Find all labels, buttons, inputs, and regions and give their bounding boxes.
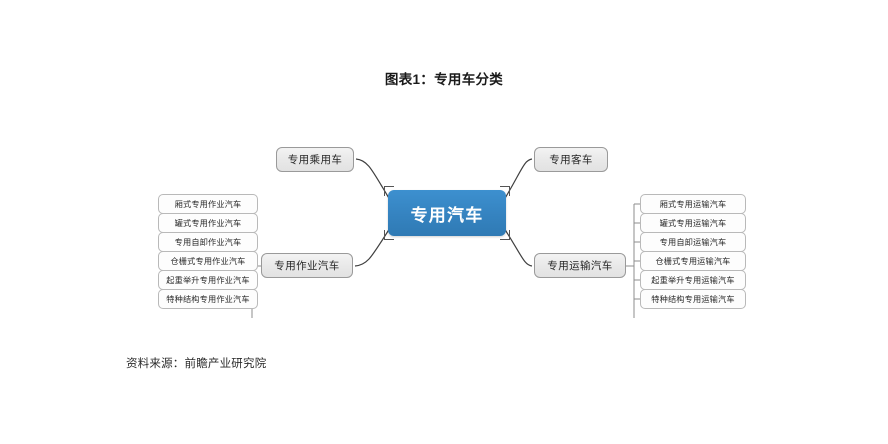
- corner-notch-top-right-icon: [500, 186, 510, 196]
- leaf-node-label: 仓栅式专用作业汽车: [170, 257, 246, 266]
- leaf-node[interactable]: 罐式专用运输汽车: [640, 213, 746, 233]
- leaf-node-label: 特种结构专用运输汽车: [651, 295, 735, 304]
- leaf-column-operation: 厢式专用作业汽车 罐式专用作业汽车 专用自卸作业汽车 仓栅式专用作业汽车 起重举…: [158, 194, 258, 309]
- leaf-node[interactable]: 仓栅式专用运输汽车: [640, 251, 746, 271]
- leaf-node-label: 专用自卸作业汽车: [174, 238, 242, 247]
- leaf-node-label: 专用自卸运输汽车: [659, 238, 727, 247]
- corner-notch-bottom-right-icon: [500, 230, 510, 240]
- branch-node-label: 专用乘用车: [287, 154, 343, 166]
- page-title: 图表1：专用车分类: [384, 72, 504, 87]
- leaf-node[interactable]: 起重举升专用运输汽车: [640, 270, 746, 290]
- leaf-node[interactable]: 专用自卸运输汽车: [640, 232, 746, 252]
- leaf-node-label: 罐式专用运输汽车: [659, 219, 727, 228]
- leaf-node-label: 特种结构专用作业汽车: [166, 295, 250, 304]
- center-node-label: 专用汽车: [410, 205, 484, 225]
- source-attribution: 资料来源：前瞻产业研究院: [126, 358, 267, 370]
- branch-node-special-operation-vehicle[interactable]: 专用作业汽车: [261, 253, 353, 278]
- branch-node-special-bus[interactable]: 专用客车: [534, 147, 608, 172]
- leaf-node-label: 仓栅式专用运输汽车: [655, 257, 731, 266]
- leaf-node[interactable]: 厢式专用运输汽车: [640, 194, 746, 214]
- edge-center-transport: [503, 227, 533, 267]
- leaf-node[interactable]: 特种结构专用作业汽车: [158, 289, 258, 309]
- center-node-special-vehicle[interactable]: 专用汽车: [384, 186, 510, 240]
- leaf-node[interactable]: 厢式专用作业汽车: [158, 194, 258, 214]
- branch-node-label: 专用客车: [549, 154, 593, 166]
- corner-notch-top-left-icon: [384, 186, 394, 196]
- leaf-node-label: 厢式专用作业汽车: [174, 200, 242, 209]
- edge-center-bus: [503, 158, 533, 201]
- leaf-node[interactable]: 仓栅式专用作业汽车: [158, 251, 258, 271]
- leaf-node-label: 罐式专用作业汽车: [174, 219, 242, 228]
- leaf-column-transport: 厢式专用运输汽车 罐式专用运输汽车 专用自卸运输汽车 仓栅式专用运输汽车 起重举…: [640, 194, 746, 309]
- branch-node-label: 专用作业汽车: [274, 260, 340, 272]
- edge-center-passenger: [355, 158, 391, 201]
- branch-node-special-passenger-car[interactable]: 专用乘用车: [276, 147, 354, 172]
- leaf-node[interactable]: 专用自卸作业汽车: [158, 232, 258, 252]
- leaf-node-label: 起重举升专用运输汽车: [651, 276, 735, 285]
- leaf-node[interactable]: 罐式专用作业汽车: [158, 213, 258, 233]
- leaf-node-label: 起重举升专用作业汽车: [166, 276, 250, 285]
- leaf-node[interactable]: 起重举升专用作业汽车: [158, 270, 258, 290]
- edge-center-operation: [354, 227, 391, 267]
- corner-notch-bottom-left-icon: [384, 230, 394, 240]
- leaf-node[interactable]: 特种结构专用运输汽车: [640, 289, 746, 309]
- leaf-node-label: 厢式专用运输汽车: [659, 200, 727, 209]
- branch-node-special-transport-vehicle[interactable]: 专用运输汽车: [534, 253, 626, 278]
- branch-node-label: 专用运输汽车: [547, 260, 613, 272]
